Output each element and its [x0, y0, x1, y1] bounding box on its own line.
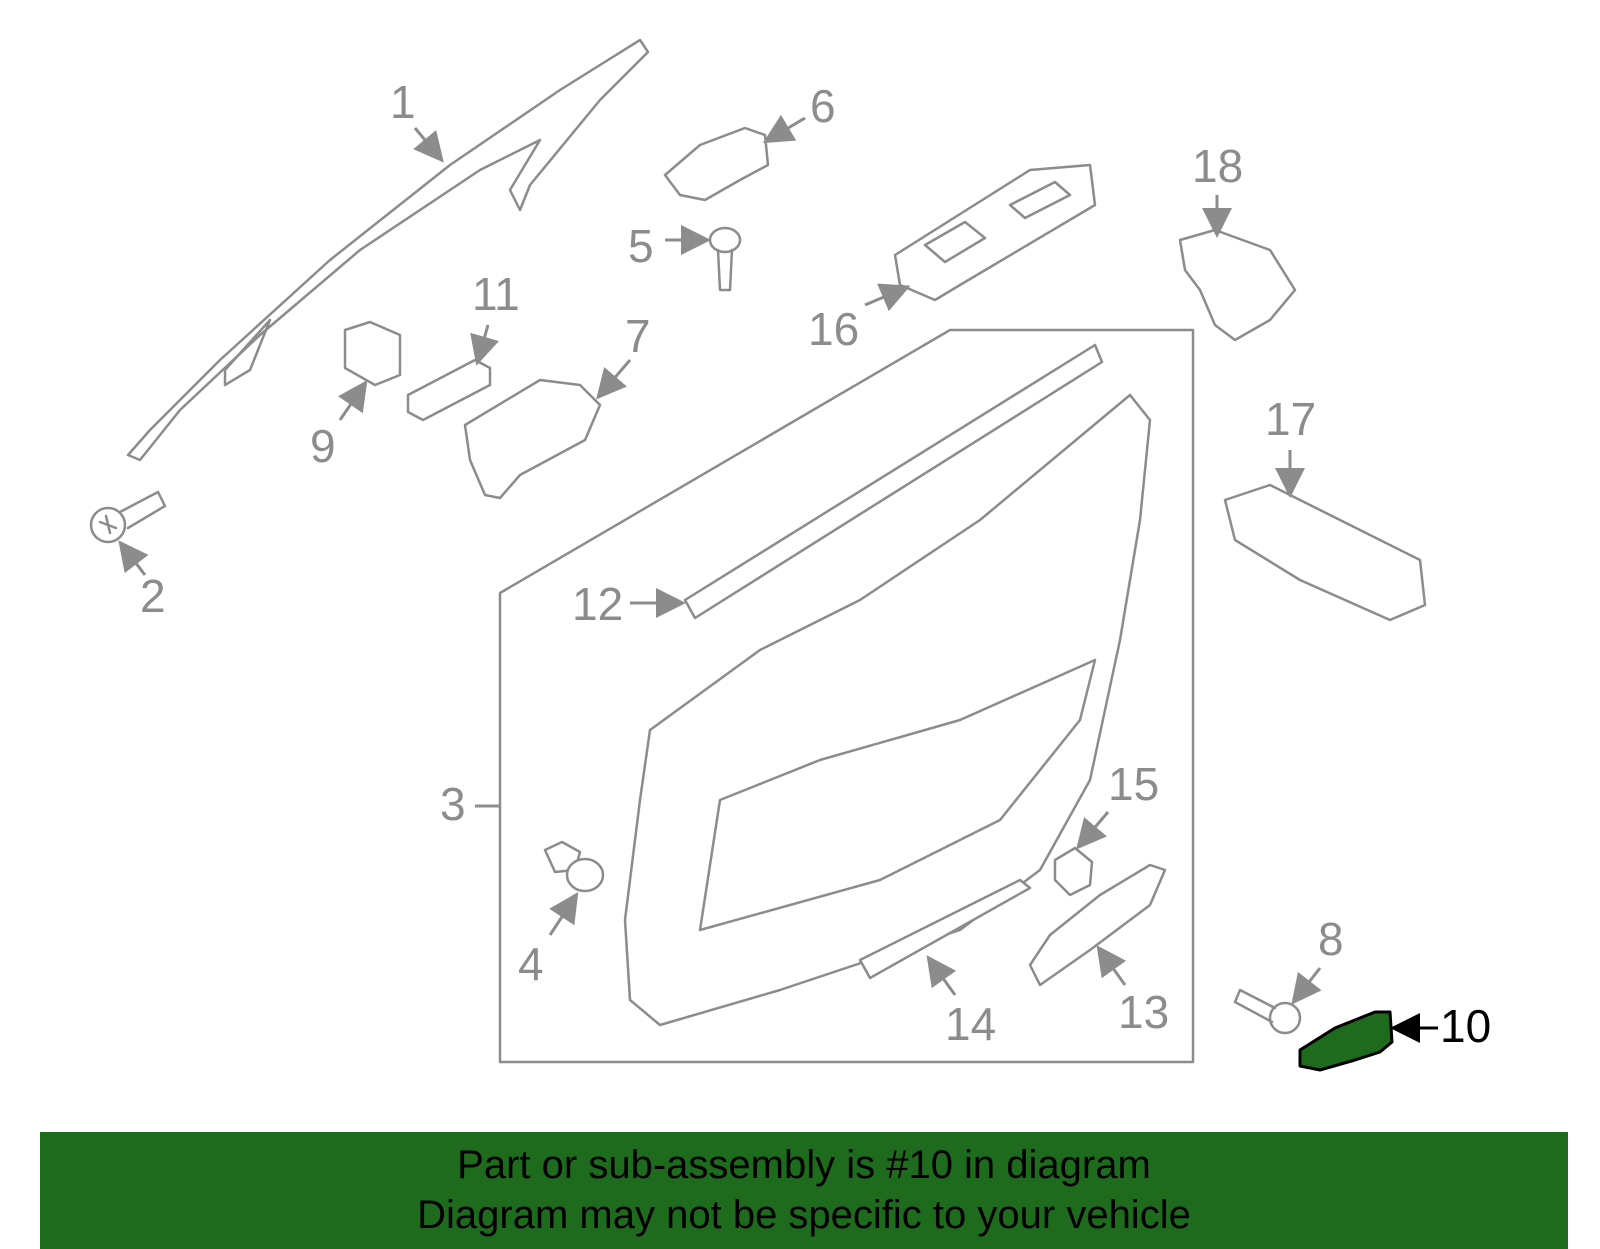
part-11-block [406, 358, 492, 422]
leader-8 [1291, 967, 1322, 1005]
callout-13: 13 [1118, 986, 1169, 1038]
part-9-clip [343, 320, 402, 387]
part-1-run-channel [126, 38, 650, 462]
leader-15 [1076, 811, 1110, 850]
leader-11 [470, 324, 500, 366]
part-13-garnish [1028, 863, 1167, 987]
callout-15: 15 [1108, 758, 1159, 810]
callout-9: 9 [310, 420, 336, 472]
part-14-strip [858, 878, 1032, 980]
leader-6 [762, 114, 806, 144]
callout-11: 11 [472, 268, 520, 320]
part-8-screw [1233, 988, 1302, 1035]
leader-2 [118, 540, 149, 576]
callout-16: 16 [808, 303, 859, 355]
part-4-clip [543, 840, 605, 893]
part-15-clip [1053, 846, 1094, 897]
leader-4 [548, 891, 579, 936]
part-5-screw [708, 226, 742, 292]
leader-14 [926, 955, 957, 996]
part-3-door-trim-assembly [498, 328, 1195, 1064]
leader-1 [413, 127, 444, 163]
callout-17: 17 [1265, 393, 1316, 445]
callout-3: 3 [440, 778, 466, 830]
part-17-switch [1223, 483, 1427, 622]
banner-line-2: Diagram may not be specific to your vehi… [417, 1193, 1191, 1237]
callout-10: 10 [1440, 1000, 1491, 1052]
callout-8: 8 [1318, 913, 1344, 965]
part-10-highlighted [1298, 1010, 1394, 1072]
callout-12: 12 [572, 578, 623, 630]
info-banner: Part or sub-assembly is #10 in diagram D… [40, 1132, 1568, 1249]
callout-6: 6 [810, 80, 836, 132]
callout-18: 18 [1192, 140, 1243, 192]
part-6-trim [663, 126, 770, 202]
part-12-weatherstrip [683, 343, 1104, 620]
banner-line-1: Part or sub-assembly is #10 in diagram [457, 1143, 1151, 1187]
part-18-bracket [1178, 228, 1297, 342]
part-2-screw [89, 490, 167, 544]
part-16-switch-assembly [893, 163, 1097, 302]
callout-4: 4 [518, 938, 544, 990]
part-7-inside-handle [463, 378, 602, 500]
callout-14: 14 [945, 998, 996, 1050]
callout-7: 7 [625, 310, 651, 362]
leader-7 [596, 359, 632, 400]
leader-16 [864, 283, 911, 312]
leader-9 [338, 380, 368, 421]
callout-2: 2 [140, 570, 166, 622]
callout-5: 5 [628, 220, 654, 272]
callout-1: 1 [390, 76, 416, 128]
leader-13 [1096, 945, 1127, 986]
